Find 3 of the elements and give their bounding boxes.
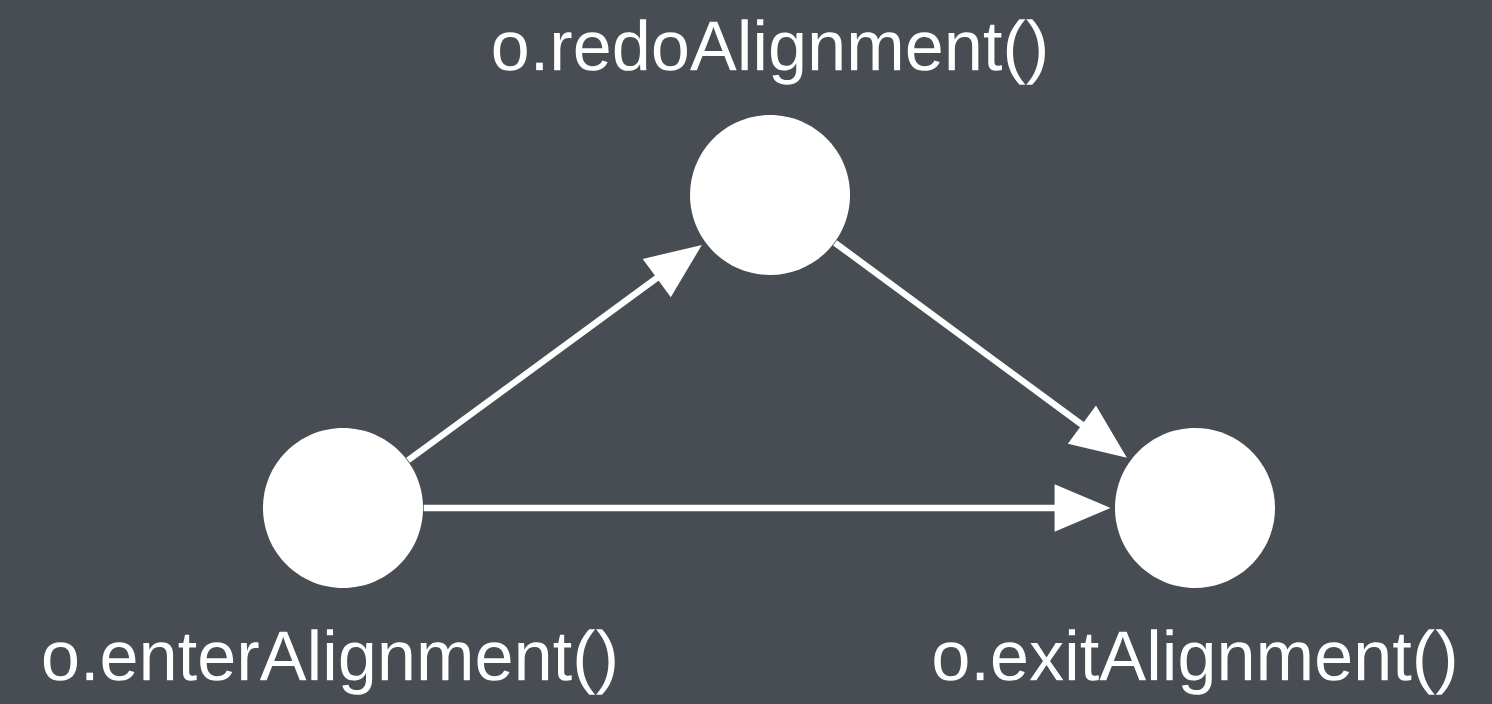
node-label: o.enterAlignment() <box>43 629 615 695</box>
node-label: o.redoAlignment() <box>493 19 1045 85</box>
node-label: o.exitAlignment() <box>934 629 1455 695</box>
